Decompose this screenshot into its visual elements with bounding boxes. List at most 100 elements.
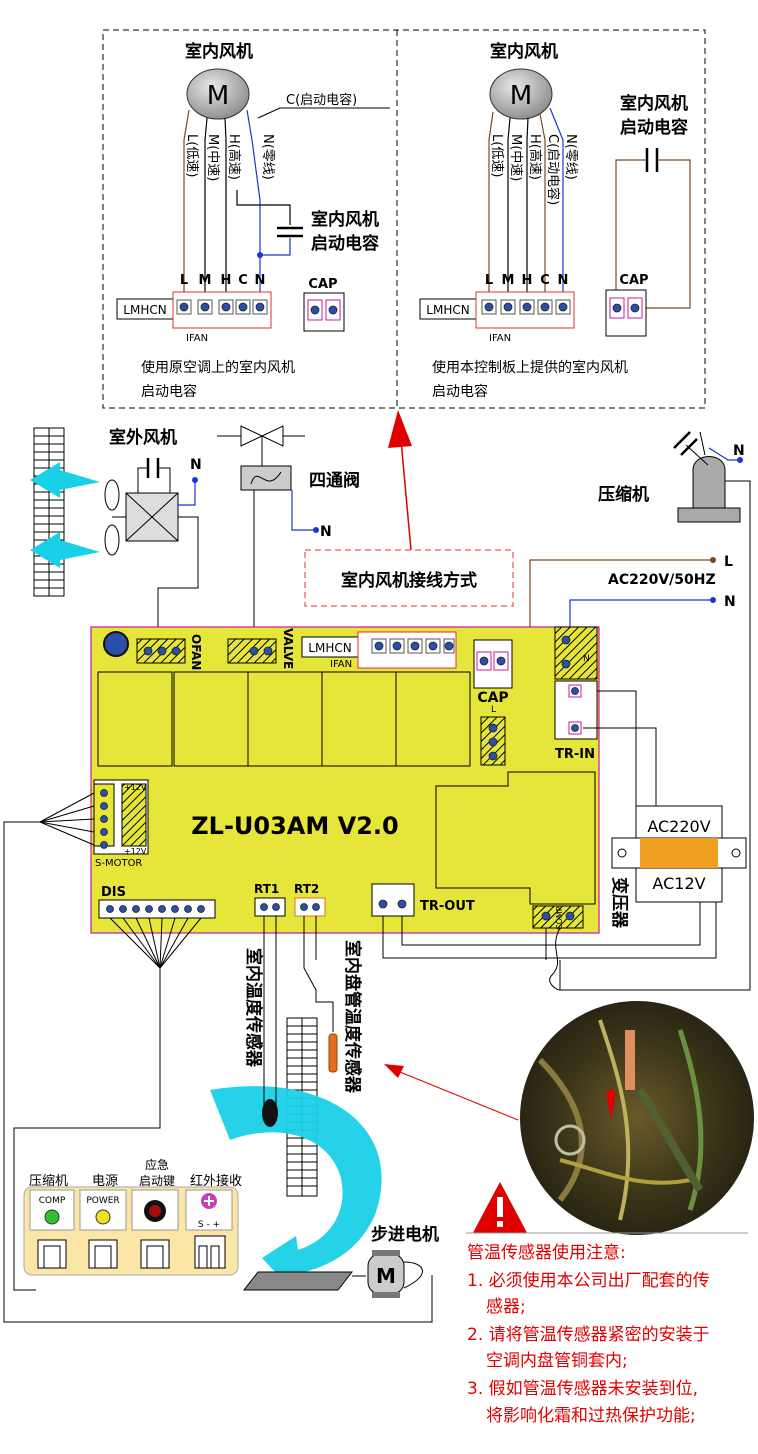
svg-text:感器;: 感器;: [486, 1297, 526, 1317]
svg-text:3. 假如管温传感器未安装到位,: 3. 假如管温传感器未安装到位,: [467, 1379, 698, 1399]
cap-pointer-label: C(启动电容): [286, 92, 357, 108]
wire-label-n: N(零线): [260, 134, 275, 180]
svg-text:CAP: CAP: [308, 277, 337, 292]
indoor-fan-wiring-method: 室内风机接线方式: [304, 549, 514, 607]
display-panel: 压缩机 电源 应急 启动键 红外接收 COMP POWER S - +: [23, 1157, 242, 1276]
four-way-valve: 四通阀 N: [217, 425, 360, 640]
svg-text:M: M: [199, 273, 212, 288]
svg-text:S-MOTOR: S-MOTOR: [95, 858, 142, 869]
svg-text:C: C: [238, 273, 248, 288]
svg-text:N: N: [724, 594, 736, 610]
airflow-arrow: [30, 462, 100, 498]
outdoor-fan-label: 室外风机: [109, 427, 177, 448]
svg-text:N(零线): N(零线): [563, 134, 578, 180]
svg-text:2. 请将管温传感器紧密的安装于: 2. 请将管温传感器紧密的安装于: [467, 1325, 710, 1345]
motor-icon: [489, 68, 553, 120]
power-spec: AC220V/50HZ: [608, 572, 716, 588]
svg-text:使用本控制板上提供的室内风机: 使用本控制板上提供的室内风机: [432, 359, 628, 376]
svg-text:室内温度传感器: 室内温度传感器: [243, 948, 264, 1068]
svg-text:AC220V: AC220V: [647, 817, 710, 836]
stepper-motor: 步进电机 M: [242, 1224, 439, 1298]
svg-text:LMHCN: LMHCN: [308, 641, 351, 655]
svg-text:POWER: POWER: [86, 1196, 119, 1206]
svg-text:应急: 应急: [145, 1157, 169, 1172]
svg-text:室内风机: 室内风机: [620, 93, 688, 114]
transformer-label: 变压器: [609, 877, 630, 929]
svg-text:OFAN: OFAN: [189, 634, 203, 670]
wire-label-h: H(高速): [226, 134, 242, 180]
svg-text:TR-IN: TR-IN: [555, 747, 595, 762]
coil-photo: [520, 1001, 754, 1235]
svg-text:RT2: RT2: [294, 882, 319, 896]
airflow-arrow: [30, 532, 100, 568]
svg-text:AC12V: AC12V: [652, 874, 705, 893]
motor-letter: M: [207, 81, 229, 111]
svg-text:L: L: [724, 554, 733, 570]
svg-text:压缩机: 压缩机: [598, 484, 649, 505]
svg-text:LMHCN: LMHCN: [426, 303, 469, 317]
svg-text:VALVE: VALVE: [281, 628, 295, 669]
notes-title: 管温传感器使用注意:: [467, 1242, 626, 1263]
wire-label-m: M(中速): [205, 134, 220, 181]
outdoor-fan: 室外风机 N: [30, 427, 202, 640]
svg-text:C: C: [540, 273, 550, 288]
coil-pointer-arrow: [384, 1064, 519, 1121]
cap-label-1: 室内风机: [311, 209, 379, 230]
svg-text:TR-OUT: TR-OUT: [420, 899, 475, 914]
sensor-notes: 管温传感器使用注意: 1. 必须使用本公司出厂配套的传 感器; 2. 请将管温传…: [466, 1181, 748, 1426]
svg-text:IFAN: IFAN: [186, 333, 208, 344]
svg-text:室内风机接线方式: 室内风机接线方式: [341, 570, 477, 591]
svg-text:H(高速): H(高速): [527, 134, 543, 180]
svg-text:N: N: [255, 273, 266, 288]
display-wiring: [13, 917, 202, 1291]
svg-text:1. 必须使用本公司出厂配套的传: 1. 必须使用本公司出厂配套的传: [467, 1270, 710, 1291]
pointer-arrow: [388, 410, 412, 551]
transformer-wiring: [382, 690, 717, 991]
svg-text:RT1: RT1: [254, 882, 279, 896]
svg-text:室内盘管温度传感器: 室内盘管温度传感器: [342, 940, 363, 1094]
wire-label-l: L(低速): [184, 134, 199, 177]
valve-label: 四通阀: [309, 470, 360, 491]
svg-text:N: N: [558, 273, 569, 288]
svg-text:启动电容: 启动电容: [432, 383, 488, 400]
svg-text:M: M: [510, 81, 532, 111]
svg-text:CAP: CAP: [619, 273, 648, 288]
caption-1: 使用原空调上的室内风机: [141, 359, 295, 376]
svg-text:室内风机: 室内风机: [490, 41, 558, 62]
svg-text:LMHCN: LMHCN: [123, 303, 166, 317]
cap-label-2: 启动电容: [311, 233, 379, 254]
svg-text:M(中速): M(中速): [508, 134, 523, 181]
control-board: OFAN VALVE LMHCN IFAN CAP L N: [90, 626, 600, 934]
svg-text:S - +: S - +: [198, 1220, 220, 1230]
svg-text:CAP: CAP: [477, 690, 508, 706]
svg-text:M: M: [376, 1264, 396, 1288]
indoor-temp-sensor: 室内温度传感器: [243, 916, 278, 1127]
svg-text:H: H: [522, 273, 533, 288]
caption-2: 启动电容: [141, 383, 197, 400]
motor-icon: [186, 68, 250, 120]
panel-original-capacitor: 室内风机 M C(启动电容) L(低速) M(中速) H(高速) N(零线) 室…: [116, 41, 390, 400]
dis-pins: [106, 905, 205, 913]
indoor-fan-wiring-options: 室内风机 M C(启动电容) L(低速) M(中速) H(高速) N(零线) 室…: [102, 29, 706, 409]
svg-text:IFAN: IFAN: [489, 333, 511, 344]
coil-temp-sensor: 室内盘管温度传感器: [303, 916, 363, 1094]
board-model: ZL-U03AM V2.0: [191, 812, 398, 840]
svg-text:压缩机: 压缩机: [29, 1173, 68, 1189]
svg-text:N: N: [583, 654, 590, 664]
svg-text:步进电机: 步进电机: [371, 1224, 439, 1245]
svg-text:N: N: [190, 457, 202, 473]
svg-text:C(启动电容): C(启动电容): [545, 134, 561, 205]
svg-text:M: M: [502, 273, 515, 288]
svg-text:启动键: 启动键: [139, 1174, 175, 1188]
svg-text:红外接收: 红外接收: [190, 1173, 242, 1189]
svg-text:L: L: [491, 705, 496, 715]
svg-text:N: N: [320, 524, 332, 540]
svg-text:+12V: +12V: [124, 783, 147, 792]
svg-text:DIS: DIS: [101, 885, 126, 900]
svg-text:L: L: [485, 273, 493, 288]
svg-text:空调内盘管铜套内;: 空调内盘管铜套内;: [486, 1351, 628, 1371]
panel-board-capacitor: 室内风机 M L(低速) M(中速) H(高速) C(启动电容) N(零线) 室…: [419, 41, 691, 400]
svg-text:IFAN: IFAN: [330, 659, 352, 670]
svg-text:H: H: [221, 273, 232, 288]
svg-text:COMP: COMP: [555, 906, 564, 930]
